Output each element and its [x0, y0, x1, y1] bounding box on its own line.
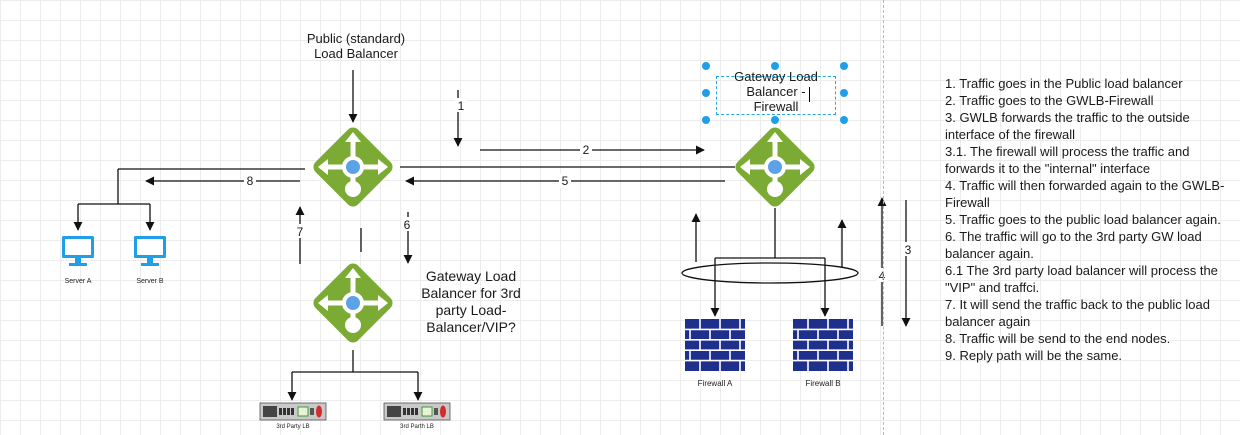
edge-number-labels: 1 2 3 4 5 6 7 8: [244, 98, 914, 283]
canvas-page-separator: [883, 0, 884, 435]
gwlb-firewall-icon[interactable]: [733, 125, 818, 210]
firewall-a-icon[interactable]: [685, 319, 745, 371]
resize-handle-w[interactable]: [702, 89, 710, 97]
third-party-lb-1-label: 3rd Party LB: [276, 424, 310, 430]
edge-label-6: 6: [404, 218, 411, 232]
edge-label-2: 2: [583, 143, 590, 157]
gwlb-firewall-label[interactable]: Gateway Load Balancer - Firewall: [734, 69, 818, 114]
step-item: 8. Traffic will be send to the end nodes…: [945, 331, 1171, 346]
step-item: 6.1 The 3rd party load balancer will pro…: [945, 263, 1218, 295]
step-item: 9. Reply path will be the same.: [945, 348, 1123, 363]
step-item: 6. The traffic will go to the 3rd party …: [945, 229, 1202, 261]
firewall-b-label: Firewall B: [805, 379, 841, 388]
connectors: [73, 70, 911, 401]
interface-ellipse: [681, 262, 859, 284]
text-cursor: [809, 87, 810, 102]
resize-handle-s[interactable]: [771, 116, 779, 124]
resize-handle-n[interactable]: [771, 62, 779, 70]
edge-label-3: 3: [905, 243, 912, 257]
gwlb-third-party-icon[interactable]: [311, 261, 396, 346]
server-b-label: Server B: [136, 278, 164, 285]
resize-handle-ne[interactable]: [840, 62, 848, 70]
edge-label-5: 5: [562, 174, 569, 188]
step-item: 5. Traffic goes to the public load balan…: [945, 212, 1221, 227]
resize-handle-nw[interactable]: [702, 62, 710, 70]
edge-label-8: 8: [247, 174, 254, 188]
steps-description: 1. Traffic goes in the Public load balan…: [945, 75, 1240, 364]
gwlb-third-party-label: Gateway Load Balancer for 3rd party Load…: [421, 268, 521, 335]
third-party-lb-2-label: 3rd Parth LB: [400, 424, 434, 430]
step-item: 7. It will send the traffic back to the …: [945, 297, 1210, 329]
step-item: 3. GWLB forwards the traffic to the outs…: [945, 110, 1190, 142]
firewall-b-icon[interactable]: [793, 319, 853, 371]
edge-label-1: 1: [458, 99, 465, 113]
resize-handle-e[interactable]: [840, 89, 848, 97]
step-item: 4. Traffic will then forwarded again to …: [945, 178, 1225, 210]
selection-box[interactable]: [716, 76, 836, 115]
third-party-lb-1-icon[interactable]: [259, 402, 327, 421]
third-party-lb-2-icon[interactable]: [383, 402, 451, 421]
step-item: 1. Traffic goes in the Public load balan…: [945, 76, 1183, 91]
server-a-label: Server A: [64, 278, 92, 285]
resize-handle-se[interactable]: [840, 116, 848, 124]
server-a-icon[interactable]: [62, 236, 94, 266]
edge-label-7: 7: [297, 225, 304, 239]
step-item: 3.1. The firewall will process the traff…: [945, 144, 1190, 176]
server-tree: [78, 169, 150, 205]
edge-label-4: 4: [879, 269, 886, 283]
public-lb-label: Public (standard) Load Balancer: [306, 31, 406, 61]
third-party-tree: [292, 350, 418, 373]
resize-handle-sw[interactable]: [702, 116, 710, 124]
server-b-icon[interactable]: [134, 236, 166, 266]
public-load-balancer-icon[interactable]: [311, 125, 396, 210]
firewall-a-label: Firewall A: [697, 379, 733, 388]
step-item: 2. Traffic goes to the GWLB-Firewall: [945, 93, 1154, 108]
